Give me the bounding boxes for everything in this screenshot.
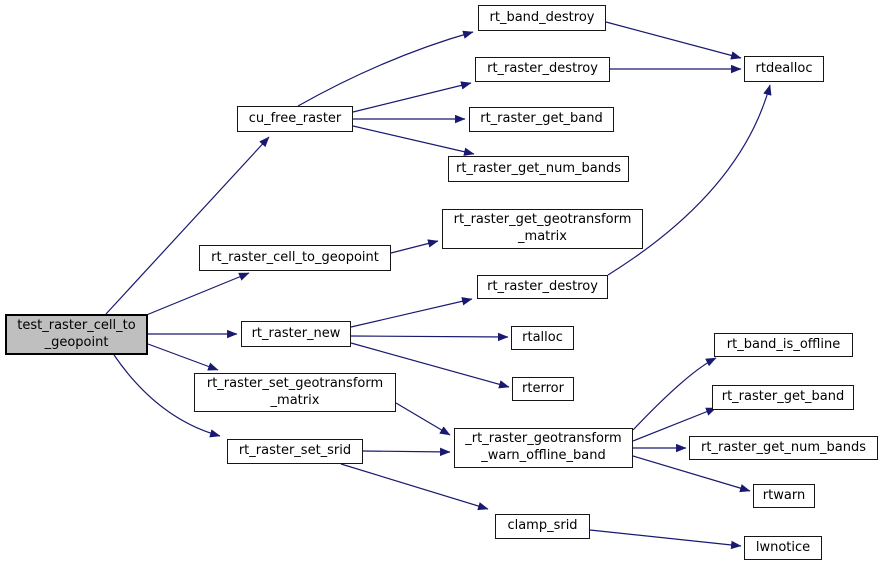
node-label: rtalloc [522, 329, 563, 345]
node-label: rt_raster_get_num_bands [456, 160, 621, 176]
node-rt_raster_get_num_bands_b[interactable]: rt_raster_get_num_bands [689, 436, 878, 460]
node-clamp_srid[interactable]: clamp_srid [495, 514, 590, 539]
node-rt_raster_cell_to_geopoint[interactable]: rt_raster_cell_to_geopoint [199, 245, 391, 271]
edge-rt_raster_new-to-rterror [350, 342, 510, 389]
node-cu_free_raster[interactable]: cu_free_raster [237, 106, 353, 132]
node-rt_raster_get_num_bands_a[interactable]: rt_raster_get_num_bands [448, 156, 629, 182]
edge-rt_raster_cell_to_geopoint-to-rt_raster_get_geotransform_matrix [390, 239, 439, 254]
node-label: rt_raster_get_band [480, 111, 603, 127]
node-label: rt_raster_cell_to_geopoint [211, 249, 379, 265]
node-rt_raster_new[interactable]: rt_raster_new [241, 321, 351, 347]
node-rtdealloc[interactable]: rtdealloc [744, 56, 824, 82]
node-rt_raster_set_srid[interactable]: rt_raster_set_srid [227, 439, 363, 464]
edge-rt_raster_set_geotransform_matrix-to-warn_offline_band [395, 402, 451, 436]
edge-warn_offline_band-to-rt_raster_get_band_b [632, 407, 717, 442]
node-rt_band_destroy[interactable]: rt_band_destroy [478, 5, 606, 31]
edge-test_raster_cell_to_geopoint-to-rt_raster_cell_to_geopoint [143, 272, 250, 317]
node-warn_offline_band[interactable]: _rt_raster_geotransform _warn_offline_ba… [454, 428, 633, 468]
edge-rt_raster_destroy_b-to-rtdealloc [607, 84, 772, 276]
edge-test_raster_cell_to_geopoint-to-rt_raster_set_geotransform_matrix [147, 343, 219, 371]
edge-cu_free_raster-to-rt_band_destroy [297, 30, 474, 107]
edge-rt_raster_set_srid-to-clamp_srid [340, 463, 489, 511]
node-label: _rt_raster_geotransform _warn_offline_ba… [465, 431, 622, 463]
node-label: rt_raster_get_num_bands [701, 439, 866, 455]
node-label: rtwarn [762, 487, 806, 503]
node-rt_raster_get_geotransform_matrix[interactable]: rt_raster_get_geotransform _matrix [442, 209, 643, 249]
node-label: clamp_srid [507, 518, 578, 534]
node-rtwarn[interactable]: rtwarn [753, 484, 815, 508]
node-label: rt_raster_destroy [487, 278, 598, 294]
node-label: cu_free_raster [248, 110, 342, 126]
node-label: rt_raster_destroy [487, 61, 598, 77]
node-lwnotice[interactable]: lwnotice [744, 536, 822, 560]
node-label: rt_raster_new [251, 325, 341, 341]
edge-test_raster_cell_to_geopoint-to-rt_raster_set_srid [113, 354, 221, 438]
edge-warn_offline_band-to-rtwarn [632, 455, 751, 493]
edge-test_raster_cell_to_geopoint-to-cu_free_raster [105, 136, 270, 315]
node-rtalloc[interactable]: rtalloc [511, 326, 574, 350]
node-label: rt_raster_get_geotransform _matrix [453, 212, 632, 244]
node-rt_raster_get_band_b[interactable]: rt_raster_get_band [712, 385, 854, 410]
node-rt_raster_destroy_b[interactable]: rt_raster_destroy [477, 275, 608, 299]
node-label: rt_raster_set_geotransform _matrix [206, 375, 384, 408]
node-label: rt_band_destroy [489, 9, 595, 25]
node-label: rt_raster_set_srid [238, 443, 352, 459]
node-rt_raster_destroy_a[interactable]: rt_raster_destroy [475, 57, 610, 82]
edge-cu_free_raster-to-rt_raster_destroy_a [352, 81, 472, 113]
edge-rt_raster_new-to-rt_raster_destroy_b [350, 297, 473, 328]
node-label: rt_band_is_offline [726, 336, 841, 352]
node-rterror[interactable]: rterror [512, 377, 574, 401]
edge-rt_raster_new-to-rtalloc [350, 332, 509, 342]
node-label: test_raster_cell_to _geopoint [17, 317, 136, 350]
node-rt_raster_set_geotransform_matrix[interactable]: rt_raster_set_geotransform _matrix [194, 373, 396, 412]
node-rt_band_is_offline[interactable]: rt_band_is_offline [714, 333, 853, 357]
edge-rt_raster_set_srid-to-warn_offline_band [362, 447, 451, 457]
node-label: rtdealloc [755, 60, 813, 76]
node-label: lwnotice [755, 539, 811, 555]
node-label: rterror [522, 380, 564, 396]
edge-clamp_srid-to-lwnotice [589, 529, 742, 550]
node-label: rt_raster_get_band [721, 389, 845, 405]
node-rt_raster_get_band_a[interactable]: rt_raster_get_band [469, 107, 614, 132]
edge-warn_offline_band-to-rt_band_is_offline [632, 357, 717, 431]
edge-cu_free_raster-to-rt_raster_get_num_bands_a [352, 125, 475, 156]
node-test_raster_cell_to_geopoint: test_raster_cell_to _geopoint [5, 314, 148, 355]
edge-rt_band_destroy-to-rtdealloc [605, 21, 742, 60]
